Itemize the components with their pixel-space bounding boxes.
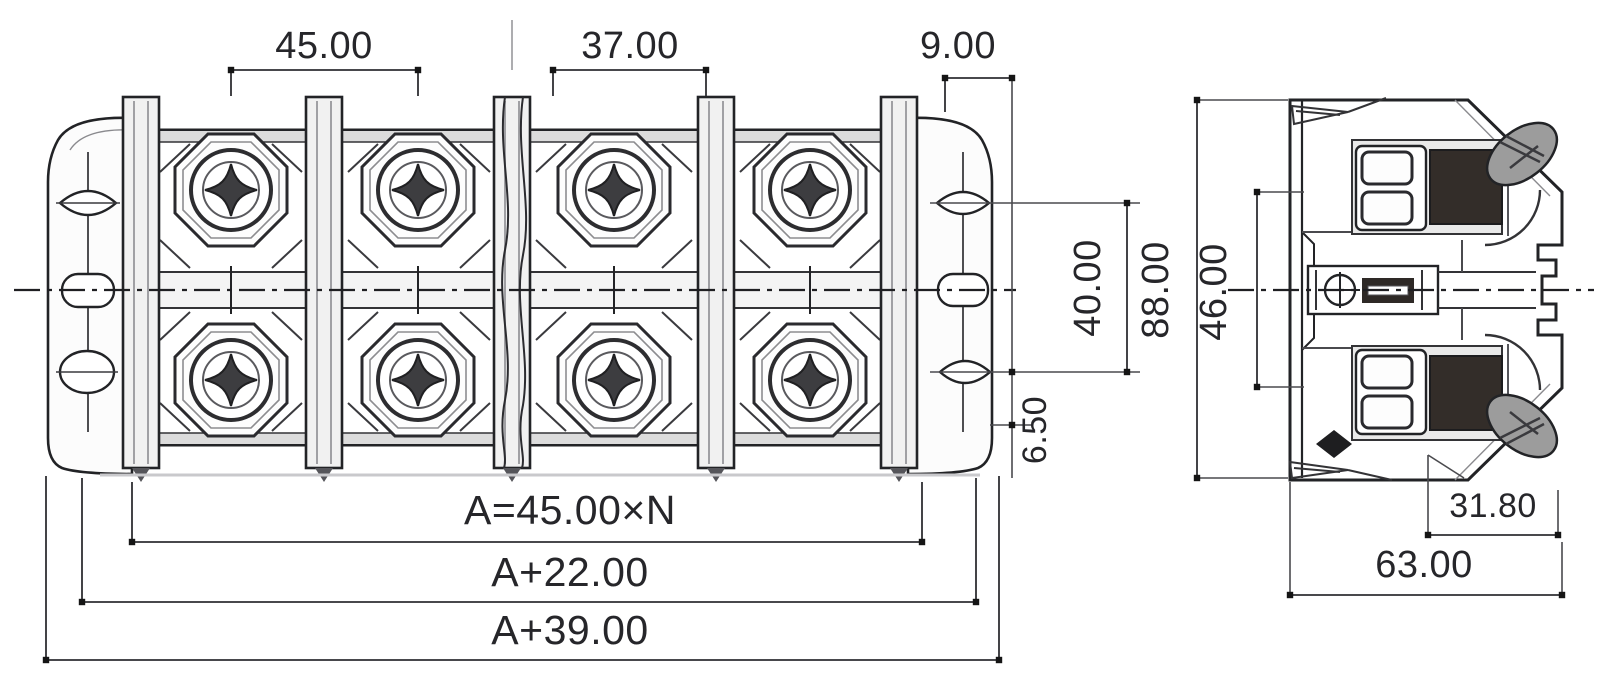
dim-opening: 37.00 [511, 20, 710, 96]
terminal-screw [752, 132, 868, 248]
dim-length-formula-label: A=45.00×N [464, 487, 676, 533]
terminal-screw [173, 132, 289, 248]
side-view [1228, 97, 1594, 482]
dim-length-formula: A=45.00×N [128, 482, 926, 546]
terminal-screw [360, 132, 476, 248]
dim-barrier-width-label: 9.00 [920, 25, 996, 67]
dim-overall-height-label: 88.00 [1135, 241, 1177, 339]
dim-overall-height: 88.00 [1135, 96, 1288, 482]
dim-pitch: 45.00 [227, 25, 422, 96]
surface-mark-bottom [1288, 460, 1393, 481]
surface-mark-top [1290, 97, 1387, 126]
dim-mount-length-label: A+22.00 [491, 549, 648, 595]
right-mounting-ear [906, 116, 994, 476]
dim-edge-offset: 6.50 [990, 368, 1054, 464]
dim-hole-spacing-label: 40.00 [1067, 239, 1109, 337]
dim-overall-width-label: 63.00 [1375, 544, 1473, 586]
terminal-screw [173, 322, 289, 438]
section-diamond-mark [1316, 430, 1352, 458]
dim-hole-spacing: 40.00 [930, 199, 1140, 376]
dim-body-height-label: 46.00 [1193, 243, 1235, 341]
dim-mount-length: A+22.00 [78, 478, 980, 606]
barrier-break [492, 95, 532, 484]
dim-upper-width: 31.80 [1424, 454, 1562, 539]
dim-overall-length: A+39.00 [42, 476, 1003, 664]
side-terminal-top [1351, 121, 1559, 247]
dim-overall-length-label: A+39.00 [491, 607, 648, 653]
terminal-screw [556, 322, 672, 438]
side-terminal-bottom [1351, 333, 1559, 459]
cell-chamfers [159, 143, 881, 432]
dim-barrier-width: 9.00 [920, 25, 1016, 478]
dim-upper-width-label: 31.80 [1449, 487, 1537, 525]
front-view [14, 95, 1016, 484]
dimensions: 45.00 37.00 9.00 40.00 6.50 [42, 20, 1566, 664]
dim-opening-label: 37.00 [581, 25, 679, 67]
terminal-screw [752, 322, 868, 438]
contact-block-dark [1429, 355, 1503, 431]
left-mounting-ear [46, 116, 134, 476]
dim-pitch-label: 45.00 [275, 25, 373, 67]
dim-body-height: 46.00 [1193, 188, 1304, 391]
dim-overall-width: 63.00 [1286, 482, 1566, 599]
terminal-screw [360, 322, 476, 438]
dim-edge-offset-label: 6.50 [1016, 396, 1054, 464]
terminal-screw [556, 132, 672, 248]
